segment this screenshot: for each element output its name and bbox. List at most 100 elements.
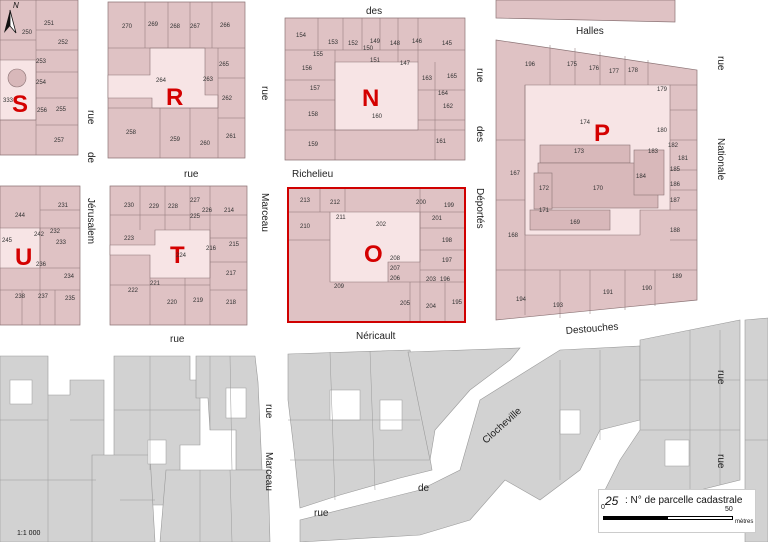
north-label: N (13, 1, 19, 10)
scale-ratio: 1:1 000 (17, 530, 41, 537)
parcel-number: 269 (148, 22, 159, 28)
parcel-number: 185 (670, 167, 681, 173)
parcel-number: 153 (328, 40, 339, 46)
street-label: Marceau (263, 452, 274, 491)
parcel-number: 204 (426, 304, 437, 310)
parcel-number: 210 (300, 224, 311, 230)
parcel-number: 186 (670, 182, 681, 188)
parcel-number: 183 (648, 149, 659, 155)
parcel-number: 202 (376, 222, 387, 228)
parcel-number: 333 (3, 98, 14, 104)
parcel-number: 175 (567, 62, 578, 68)
parcel-number: 219 (193, 298, 204, 304)
parcel-number: 265 (219, 62, 230, 68)
parcel-number: 233 (56, 240, 67, 246)
parcel-number: 168 (508, 233, 519, 239)
parcel-number: 264 (156, 78, 167, 84)
parcel-number: 165 (447, 74, 458, 80)
parcel-number: 181 (678, 156, 689, 162)
parcel-number: 172 (539, 186, 550, 192)
street-label: rue (715, 370, 726, 385)
street-label: rue (259, 86, 270, 101)
parcel-number: 158 (308, 112, 319, 118)
map-legend: 25 : N° de parcelle cadastrale 0 50 mètr… (598, 489, 756, 533)
parcel-number: 227 (190, 198, 201, 204)
block-letters: S R N P U T O (12, 84, 610, 271)
scale-bar (603, 516, 733, 520)
parcel-number: 188 (670, 228, 681, 234)
parcel-number: 266 (220, 23, 231, 29)
parcel-number: 169 (570, 220, 581, 226)
parcel-number: 255 (56, 107, 67, 113)
scale-unit-label: mètres (735, 519, 754, 525)
block-letter-r: R (166, 84, 183, 111)
parcel-number: 261 (226, 134, 237, 140)
parcel-number: 170 (593, 186, 604, 192)
parcel-number: 218 (226, 300, 237, 306)
parcel-number: 198 (442, 238, 453, 244)
parcel-number: 161 (436, 139, 447, 145)
parcel-number: 146 (412, 39, 423, 45)
street-label: Halles (576, 26, 604, 37)
parcel-number: 223 (124, 236, 135, 242)
parcel-number: 156 (302, 66, 313, 72)
street-label: rue (715, 56, 726, 71)
parcel-number: 201 (432, 216, 443, 222)
highlighted-block-o (287, 187, 466, 323)
parcel-number: 254 (36, 80, 47, 86)
street-label: rue (474, 68, 485, 83)
parcel-number: 212 (330, 200, 341, 206)
parcel-number: 224 (176, 253, 187, 259)
parcel-number: 193 (553, 303, 564, 309)
parcel-number: 190 (642, 286, 653, 292)
parcel-number: 213 (300, 198, 311, 204)
parcel-number: 262 (222, 96, 233, 102)
street-label: Déportés (474, 188, 485, 229)
parcel-number: 196 (525, 62, 536, 68)
parcel-number: 145 (442, 41, 453, 47)
parcel-number: 242 (34, 232, 45, 238)
parcel-number: 221 (150, 281, 161, 287)
parcel-number: 191 (603, 290, 614, 296)
parcel-lines (0, 0, 697, 325)
parcel-number: 267 (190, 24, 201, 30)
street-label: rue (263, 404, 274, 419)
parcel-number: 236 (36, 262, 47, 268)
parcel-number: 173 (574, 149, 585, 155)
street-label: de (418, 483, 430, 494)
parcel-number: 250 (22, 30, 33, 36)
street-label: Jérusalem (85, 198, 96, 244)
parcel-number: 208 (390, 256, 401, 262)
parcel-number: 235 (65, 296, 76, 302)
parcel-number: 151 (370, 58, 381, 64)
parcel-number: 150 (363, 46, 374, 52)
legend-parcel-text: : N° de parcelle cadastrale (625, 495, 743, 506)
parcel-number: 171 (539, 208, 550, 214)
parcel-number: 228 (168, 204, 179, 210)
parcel-number: 238 (15, 294, 26, 300)
legend-parcel-sample: 25 (605, 494, 619, 508)
parcel-number: 149 (370, 39, 381, 45)
parcel-number: 194 (516, 297, 527, 303)
street-label: Destouches (565, 321, 619, 337)
parcel-number: 179 (657, 87, 668, 93)
parcel-number: 270 (122, 24, 133, 30)
parcel-number: 268 (170, 24, 181, 30)
parcel-number: 176 (589, 66, 600, 72)
street-label: rue (170, 334, 185, 345)
block-letter-p: P (594, 120, 610, 147)
street-label: Néricault (356, 331, 396, 342)
block-letter-n: N (362, 85, 379, 112)
parcel-number: 226 (202, 208, 213, 214)
block-letter-t: T (170, 242, 185, 269)
street-label: Marceau (259, 193, 270, 232)
street-label: rue (184, 169, 199, 180)
street-label: Nationale (715, 138, 726, 181)
parcel-number: 234 (64, 274, 75, 280)
inner-buildings (7, 68, 665, 231)
parcel-number: 154 (296, 33, 307, 39)
street-label: des (474, 126, 485, 142)
parcel-number: 148 (390, 41, 401, 47)
parcel-number: 260 (200, 141, 211, 147)
